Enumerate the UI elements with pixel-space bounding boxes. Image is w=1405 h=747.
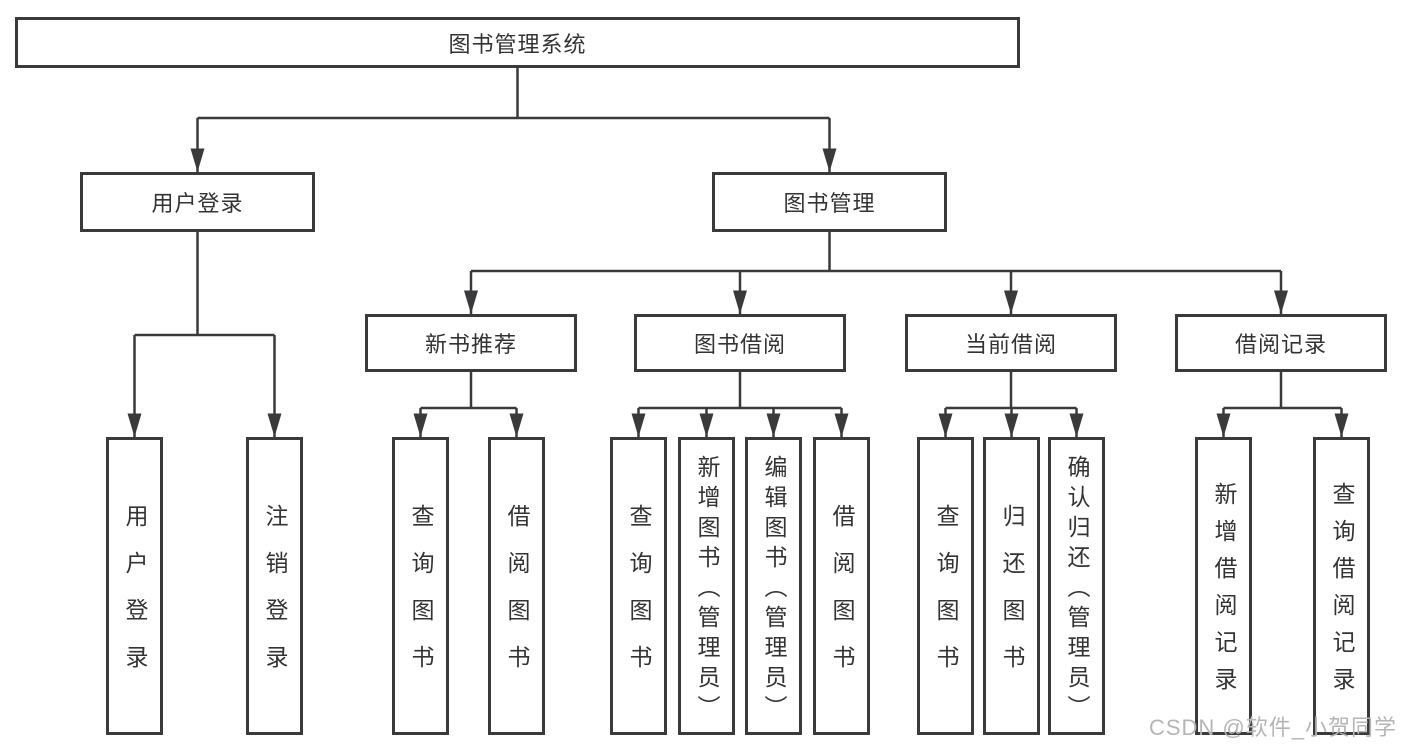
leaf-cb-return-books: 归还图书 [983,437,1040,735]
node-label: 图书管理 [783,191,876,216]
leaf-bb-edit-books-admin: 编辑图书（管理员） [745,437,802,735]
node-label: 借阅图书 [504,504,530,692]
leaf-br-query-borrow-record: 查询借阅记录 [1313,437,1370,735]
node-label: 查询图书 [626,504,652,692]
node-label: 查询借阅记录 [1329,482,1355,704]
node-new-book-recommend: 新书推荐 [365,314,577,372]
leaf-nb-query-books: 查询图书 [392,437,449,735]
node-library-management-system: 图书管理系统 [15,17,1020,68]
node-borrow-records: 借阅记录 [1175,314,1387,372]
leaf-user-login: 用户登录 [106,437,163,735]
node-label: 用户登录 [122,504,148,692]
leaf-logout-login: 注销登录 [246,437,303,735]
node-label: 图书借阅 [693,332,786,357]
node-label: 借阅图书 [829,504,855,692]
leaf-cb-confirm-return-admin: 确认归还（管理员） [1048,437,1105,735]
leaf-cb-query-books: 查询图书 [917,437,974,735]
node-label: 借阅记录 [1234,332,1327,357]
leaf-br-add-borrow-record: 新增借阅记录 [1195,437,1252,735]
node-label: 归还图书 [999,504,1025,692]
node-book-management: 图书管理 [712,172,947,232]
node-label: 当前借阅 [964,332,1057,357]
leaf-bb-query-books: 查询图书 [610,437,667,735]
node-label: 新增图书（管理员） [694,454,720,725]
node-label: 新增借阅记录 [1211,482,1237,704]
leaf-bb-add-books-admin: 新增图书（管理员） [678,437,735,735]
node-label: 新书推荐 [424,332,517,357]
leaf-bb-borrow-books: 借阅图书 [813,437,870,735]
node-label: 确认归还（管理员） [1064,454,1090,725]
node-user-login: 用户登录 [80,172,315,232]
node-label: 编辑图书（管理员） [761,454,787,725]
node-label: 查询图书 [933,504,959,692]
node-current-borrow: 当前借阅 [905,314,1117,372]
leaf-nb-borrow-books: 借阅图书 [488,437,545,735]
node-book-borrow: 图书借阅 [634,314,846,372]
node-label: 用户登录 [151,191,244,216]
csdn-watermark: CSDN @软件_小贺同学 [1148,715,1397,740]
node-label: 注销登录 [262,504,288,692]
node-label: 图书管理系统 [448,31,587,57]
node-label: 查询图书 [408,504,434,692]
